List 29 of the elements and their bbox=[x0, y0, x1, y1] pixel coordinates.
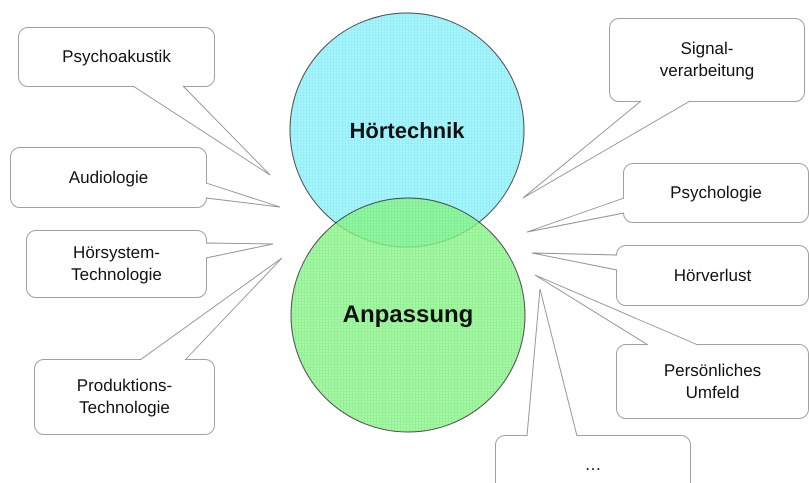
callout-text: Persönliches Umfeld bbox=[662, 360, 762, 404]
callout-tail bbox=[526, 198, 624, 232]
callout-box bbox=[495, 435, 691, 483]
callout-box bbox=[609, 18, 805, 102]
callout-text: Produktions-Technologie bbox=[76, 375, 174, 419]
callout-text: Psychoakustik bbox=[62, 46, 171, 68]
callout-text: Psychologie bbox=[670, 182, 762, 204]
callout-box bbox=[623, 163, 809, 223]
callout-tail bbox=[532, 252, 618, 270]
callout-text: Signal-verarbeitung bbox=[658, 38, 756, 82]
callout-tail bbox=[534, 274, 698, 346]
callout-text: Hörsystem-Technologie bbox=[70, 242, 163, 286]
callout-text: … bbox=[584, 454, 602, 476]
callout-text: Hörverlust bbox=[674, 264, 752, 286]
callout-tail bbox=[522, 100, 690, 198]
callout-tail bbox=[526, 288, 578, 436]
callout-text: Audiologie bbox=[68, 166, 148, 188]
callout-tail bbox=[140, 258, 282, 360]
circle-label: Anpassung bbox=[342, 300, 474, 330]
callout-box bbox=[26, 230, 207, 298]
callout-box bbox=[616, 245, 809, 306]
callout-tail bbox=[132, 86, 270, 176]
callout-box bbox=[18, 27, 215, 87]
circle-label: Hörtechnik bbox=[350, 116, 464, 144]
callout-tail bbox=[206, 242, 274, 258]
callout-box bbox=[616, 344, 809, 419]
callout-box bbox=[34, 359, 215, 435]
callout-tail bbox=[206, 182, 280, 208]
callout-box bbox=[10, 147, 207, 208]
